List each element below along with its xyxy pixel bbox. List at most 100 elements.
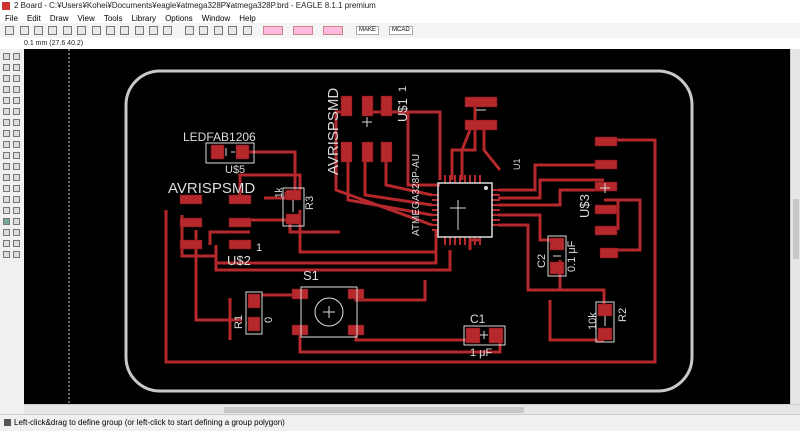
- fusion-sync-icon[interactable]: [263, 26, 283, 35]
- replace-icon[interactable]: [13, 119, 20, 126]
- coordinate-readout: 0.1 mm (27.6 40.2): [24, 40, 84, 47]
- signal-icon[interactable]: [13, 207, 20, 214]
- optimize-icon[interactable]: [13, 152, 20, 159]
- stop-icon[interactable]: [214, 26, 223, 35]
- circle-icon[interactable]: [3, 185, 10, 192]
- dimension-icon[interactable]: [3, 229, 10, 236]
- label-c2-name: C2: [536, 254, 548, 268]
- delete-icon[interactable]: [13, 108, 20, 115]
- horizontal-scroll-thumb[interactable]: [224, 407, 524, 413]
- vertical-scrollbar[interactable]: [790, 49, 800, 404]
- open-icon[interactable]: [5, 26, 14, 35]
- attribute-icon[interactable]: [13, 218, 20, 225]
- zoom-in-icon[interactable]: [120, 26, 129, 35]
- lock-icon[interactable]: [3, 130, 10, 137]
- show-icon[interactable]: [13, 53, 20, 60]
- print-icon[interactable]: [34, 26, 43, 35]
- split-icon[interactable]: [3, 152, 10, 159]
- erc-icon[interactable]: [13, 240, 20, 247]
- horizontal-scrollbar[interactable]: [24, 404, 800, 415]
- mcad-button[interactable]: MCAD: [389, 26, 413, 35]
- menu-draw[interactable]: Draw: [49, 14, 69, 23]
- route-icon[interactable]: [3, 163, 10, 170]
- add-icon[interactable]: [3, 119, 10, 126]
- silkscreen: [205, 109, 615, 346]
- zoom-select-icon[interactable]: [163, 26, 172, 35]
- arc-icon[interactable]: [13, 185, 20, 192]
- value-icon[interactable]: [13, 141, 20, 148]
- label-avrisp-top: AVRISPSMD: [325, 88, 342, 175]
- script-icon[interactable]: [77, 26, 86, 35]
- menu-tools[interactable]: Tools: [103, 14, 123, 23]
- label-u3: U$3: [577, 194, 592, 218]
- text-icon[interactable]: [13, 174, 20, 181]
- rect-icon[interactable]: [3, 196, 10, 203]
- undo-icon[interactable]: [185, 26, 194, 35]
- label-r2-value: 10k: [587, 312, 599, 330]
- pcb-drawing[interactable]: LEDFAB1206 U$5 AVRISPSMD U$2 1 1k R3 S1 …: [24, 49, 790, 404]
- ulp-icon[interactable]: [92, 26, 101, 35]
- mirror-icon[interactable]: [3, 86, 10, 93]
- errors-icon[interactable]: [13, 251, 20, 258]
- cam-icon[interactable]: [48, 26, 57, 35]
- label-u2: U$2: [227, 253, 251, 268]
- hole-icon[interactable]: [3, 218, 10, 225]
- menu-edit[interactable]: Edit: [26, 14, 41, 23]
- paste-icon[interactable]: [3, 108, 10, 115]
- go-icon[interactable]: [228, 26, 237, 35]
- change-icon[interactable]: [13, 97, 20, 104]
- name-icon[interactable]: [3, 141, 10, 148]
- label-avrisp-left: AVRISPSMD: [168, 180, 255, 197]
- autorouter-icon[interactable]: [3, 240, 10, 247]
- drc-icon[interactable]: [323, 26, 343, 35]
- label-r3-value: 1k: [274, 186, 285, 198]
- status-arrow-icon: [4, 419, 11, 426]
- label-one-top: 1: [397, 86, 409, 92]
- menu-window[interactable]: Window: [201, 14, 231, 23]
- menu-help[interactable]: Help: [239, 14, 256, 23]
- smash-icon[interactable]: [13, 130, 20, 137]
- eagle-app-icon: [2, 2, 10, 10]
- ripup-icon[interactable]: [13, 163, 20, 170]
- switch-schematic-icon[interactable]: [63, 26, 72, 35]
- info-icon[interactable]: [3, 53, 10, 60]
- label-r3-name: R3: [304, 196, 316, 210]
- save-icon[interactable]: [20, 26, 29, 35]
- menu-view[interactable]: View: [77, 14, 95, 23]
- move-icon[interactable]: [3, 75, 10, 82]
- label-r2-name: R2: [617, 308, 629, 322]
- zoom-out-icon[interactable]: [135, 26, 144, 35]
- help-icon[interactable]: [243, 26, 252, 35]
- zoom-redraw-icon[interactable]: [149, 26, 158, 35]
- menu-options[interactable]: Options: [165, 14, 193, 23]
- status-text: Left-click&drag to define group (or left…: [14, 418, 285, 427]
- menu-file[interactable]: File: [5, 14, 18, 23]
- group-icon[interactable]: [3, 97, 10, 104]
- menu-bar: File Edit Draw View Tools Library Option…: [0, 12, 800, 23]
- design-link-icon[interactable]: [293, 26, 313, 35]
- polygon-icon[interactable]: [13, 196, 20, 203]
- make-button[interactable]: MAKE: [356, 26, 380, 35]
- label-u1: U$1: [395, 98, 410, 122]
- board-canvas[interactable]: LEDFAB1206 U$5 AVRISPSMD U$2 1 1k R3 S1 …: [24, 49, 790, 404]
- wire-icon[interactable]: [3, 174, 10, 181]
- pin1-dot: [484, 186, 488, 190]
- menu-library[interactable]: Library: [131, 14, 157, 23]
- label-c1-name: C1: [470, 312, 486, 326]
- rotate-icon[interactable]: [13, 86, 20, 93]
- zoom-fit-icon[interactable]: [106, 26, 115, 35]
- drc-tool-icon[interactable]: [3, 251, 10, 258]
- atmega-chip[interactable]: [432, 175, 500, 245]
- copy-icon[interactable]: [13, 75, 20, 82]
- label-r1-value: 0: [263, 317, 275, 323]
- ratsnest-icon[interactable]: [13, 229, 20, 236]
- silkscreen-labels: LEDFAB1206 U$5 AVRISPSMD U$2 1 1k R3 S1 …: [168, 86, 629, 359]
- label-c2-value: 0.1 μF: [566, 240, 578, 272]
- display-icon[interactable]: [3, 64, 10, 71]
- via-icon[interactable]: [3, 207, 10, 214]
- label-r1-name: R1: [233, 315, 245, 329]
- label-c1-value: 1 μF: [470, 347, 493, 359]
- redo-icon[interactable]: [199, 26, 208, 35]
- mark-icon[interactable]: [13, 64, 20, 71]
- vertical-scroll-thumb[interactable]: [793, 199, 799, 259]
